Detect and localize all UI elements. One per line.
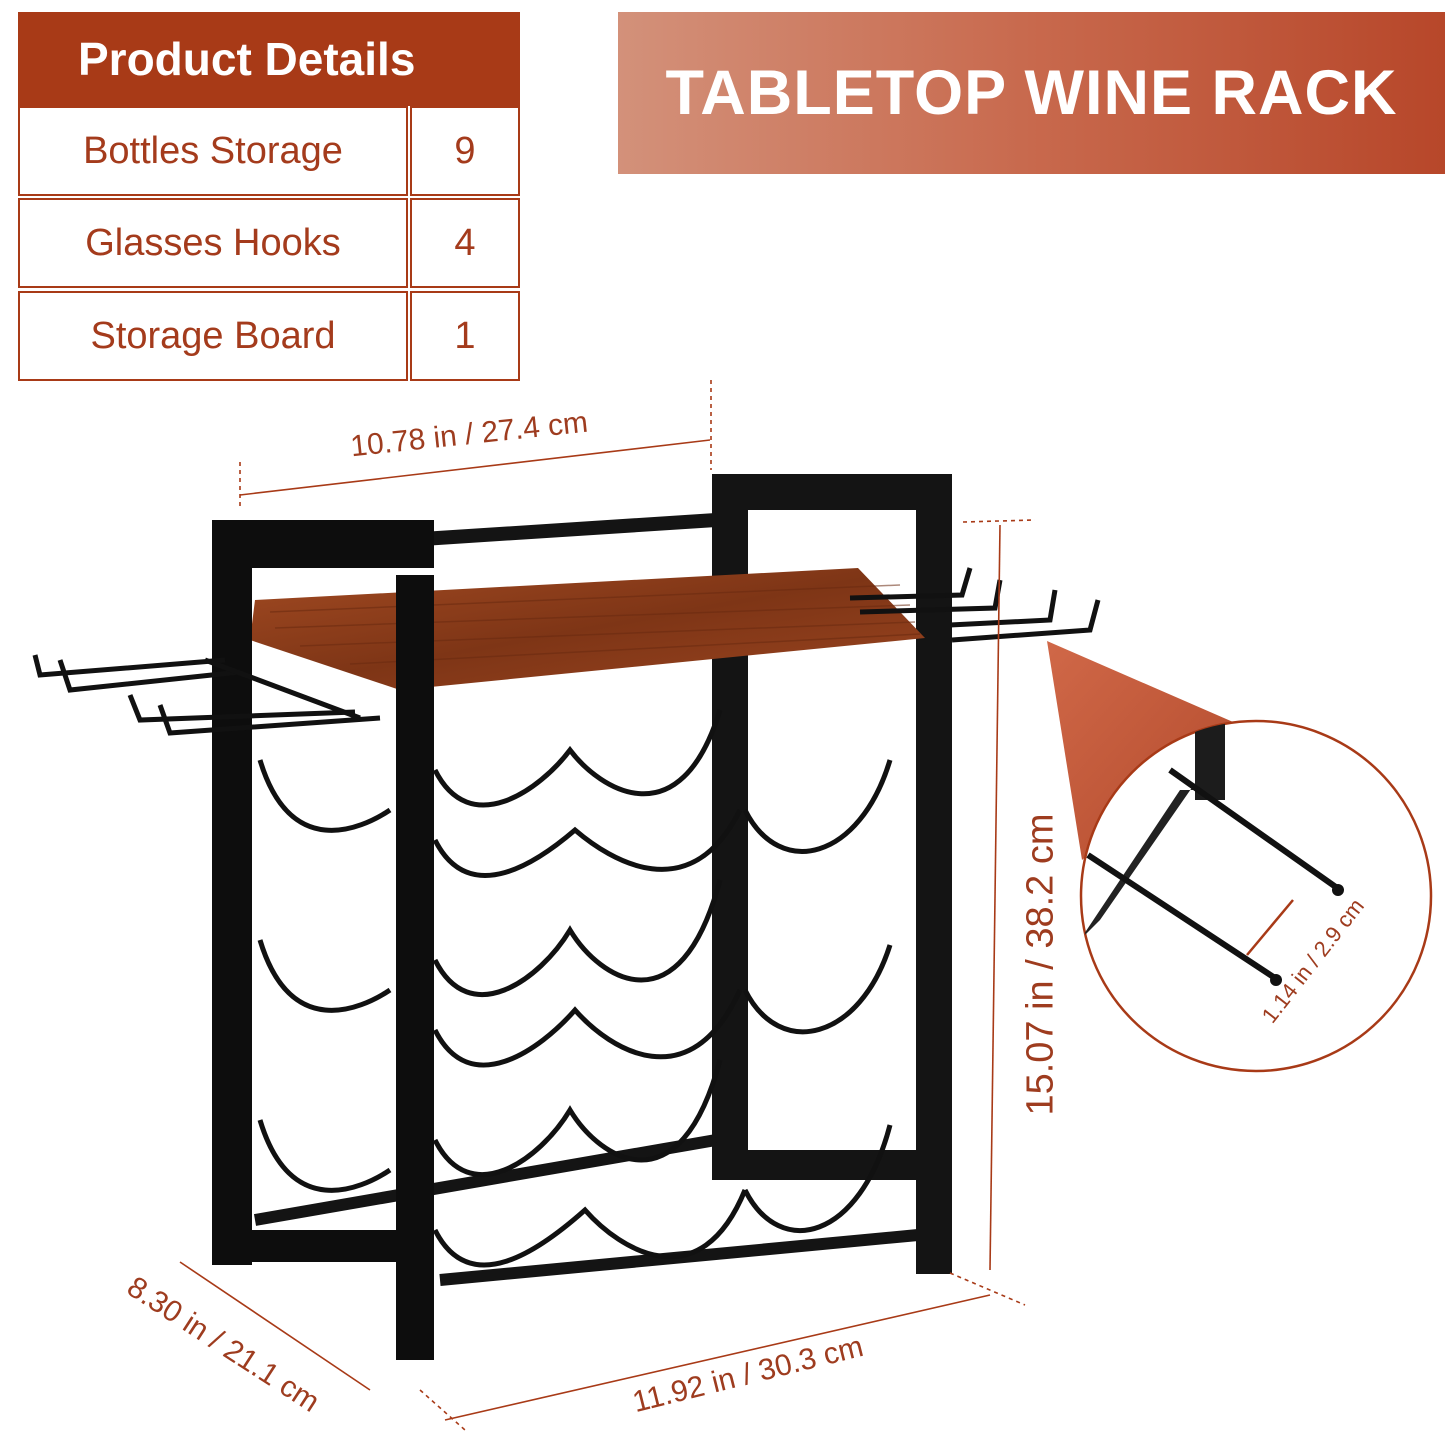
row-label: Storage Board: [18, 291, 408, 381]
product-details-table: Product Details Bottles Storage 9 Glasse…: [18, 12, 520, 383]
row-value: 4: [410, 198, 520, 288]
zoom-cone: [1047, 641, 1240, 860]
zoom-circle: [1079, 719, 1433, 1073]
table-row: Bottles Storage 9: [18, 106, 520, 196]
title-banner: TABLETOP WINE RACK: [618, 12, 1445, 174]
row-value: 9: [410, 106, 520, 196]
table-row: Storage Board 1: [18, 291, 520, 381]
glass-hooks: [32, 567, 1101, 736]
front-frame: [212, 520, 434, 1360]
storage-board: [250, 568, 925, 690]
table-row: Glasses Hooks 4: [18, 198, 520, 288]
dimension-lines: [179, 380, 1036, 1431]
product-details-header: Product Details: [18, 12, 520, 106]
height-label: 15.07 in / 38.2 cm: [1019, 813, 1062, 1116]
bottle-racks: [257, 709, 893, 1268]
row-label: Glasses Hooks: [18, 198, 408, 288]
row-value: 1: [410, 291, 520, 381]
banner-title: TABLETOP WINE RACK: [665, 58, 1398, 128]
row-label: Bottles Storage: [18, 106, 408, 196]
zoom-detail: [1081, 721, 1344, 986]
